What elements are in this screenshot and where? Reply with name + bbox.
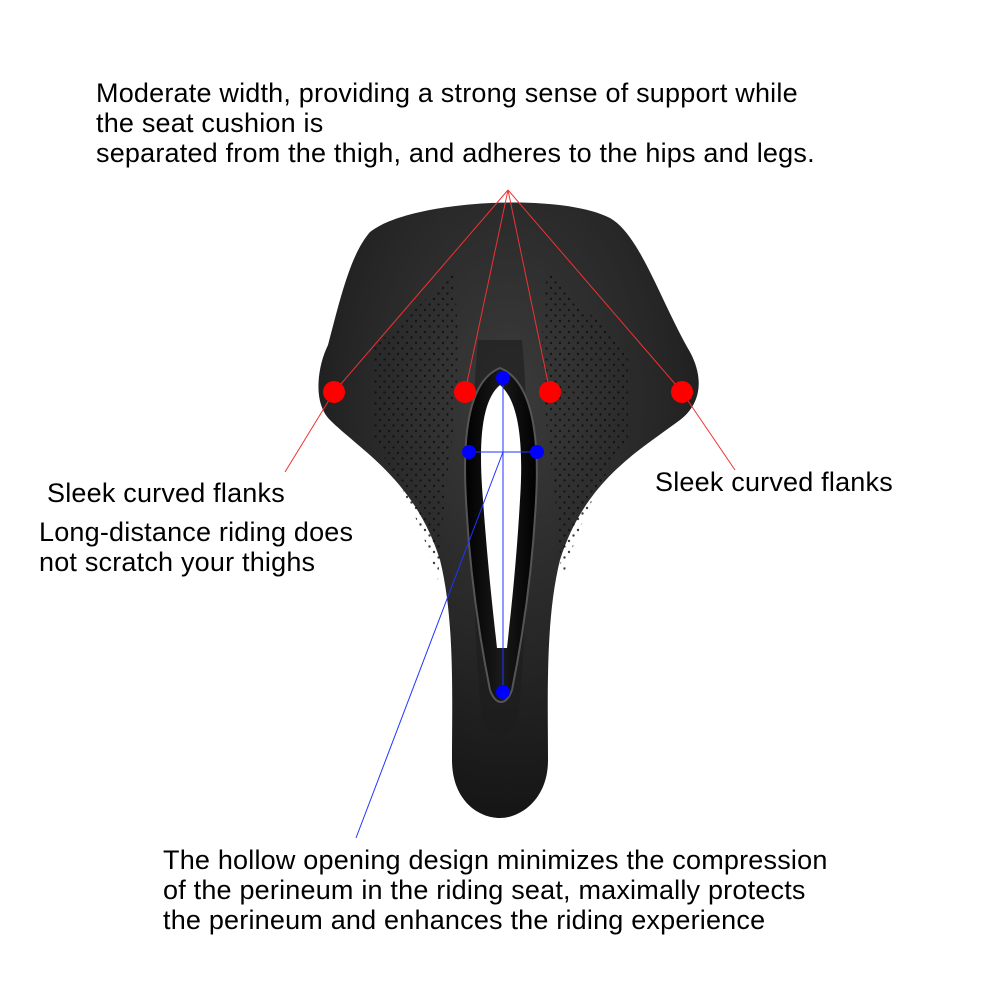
callout-line: separated from the thigh, and adheres to… [96, 138, 815, 168]
callout-line: Long-distance riding does [39, 517, 354, 547]
right-flank-callout: Sleek curved flanks [655, 467, 893, 497]
red-dot-icon [323, 381, 345, 403]
cutout-leader-lines [355, 378, 537, 839]
callout-line: the perineum and enhances the riding exp… [163, 905, 766, 935]
callout-line: not scratch your thighs [39, 547, 316, 577]
callout-line: of the perineum in the riding seat, maxi… [163, 875, 806, 905]
callout-line: Sleek curved flanks [655, 467, 893, 497]
callout-line: Sleek curved flanks [47, 478, 285, 508]
blue-dot-icon [530, 445, 544, 459]
cutout-window [481, 385, 522, 648]
perforation-left [372, 268, 458, 580]
blue-dot-icon [496, 371, 510, 385]
thigh-comfort-callout: Long-distance riding does not scratch yo… [39, 517, 353, 577]
support-callout: Moderate width, providing a strong sense… [96, 78, 815, 168]
blue-dot-icon [462, 445, 476, 459]
cutout-callout: The hollow opening design minimizes the … [163, 845, 828, 935]
callout-line: the seat cushion is [96, 108, 324, 138]
perforation-right [542, 268, 628, 580]
red-dot-icon [539, 381, 561, 403]
callout-line: Moderate width, providing a strong sense… [96, 78, 798, 108]
support-leader-lines [284, 189, 736, 473]
callout-line: The hollow opening design minimizes the … [163, 845, 828, 875]
red-dot-icon [454, 381, 476, 403]
left-flank-callout: Sleek curved flanks [47, 478, 285, 508]
blue-dot-icon [496, 685, 510, 699]
red-dot-icon [671, 381, 693, 403]
